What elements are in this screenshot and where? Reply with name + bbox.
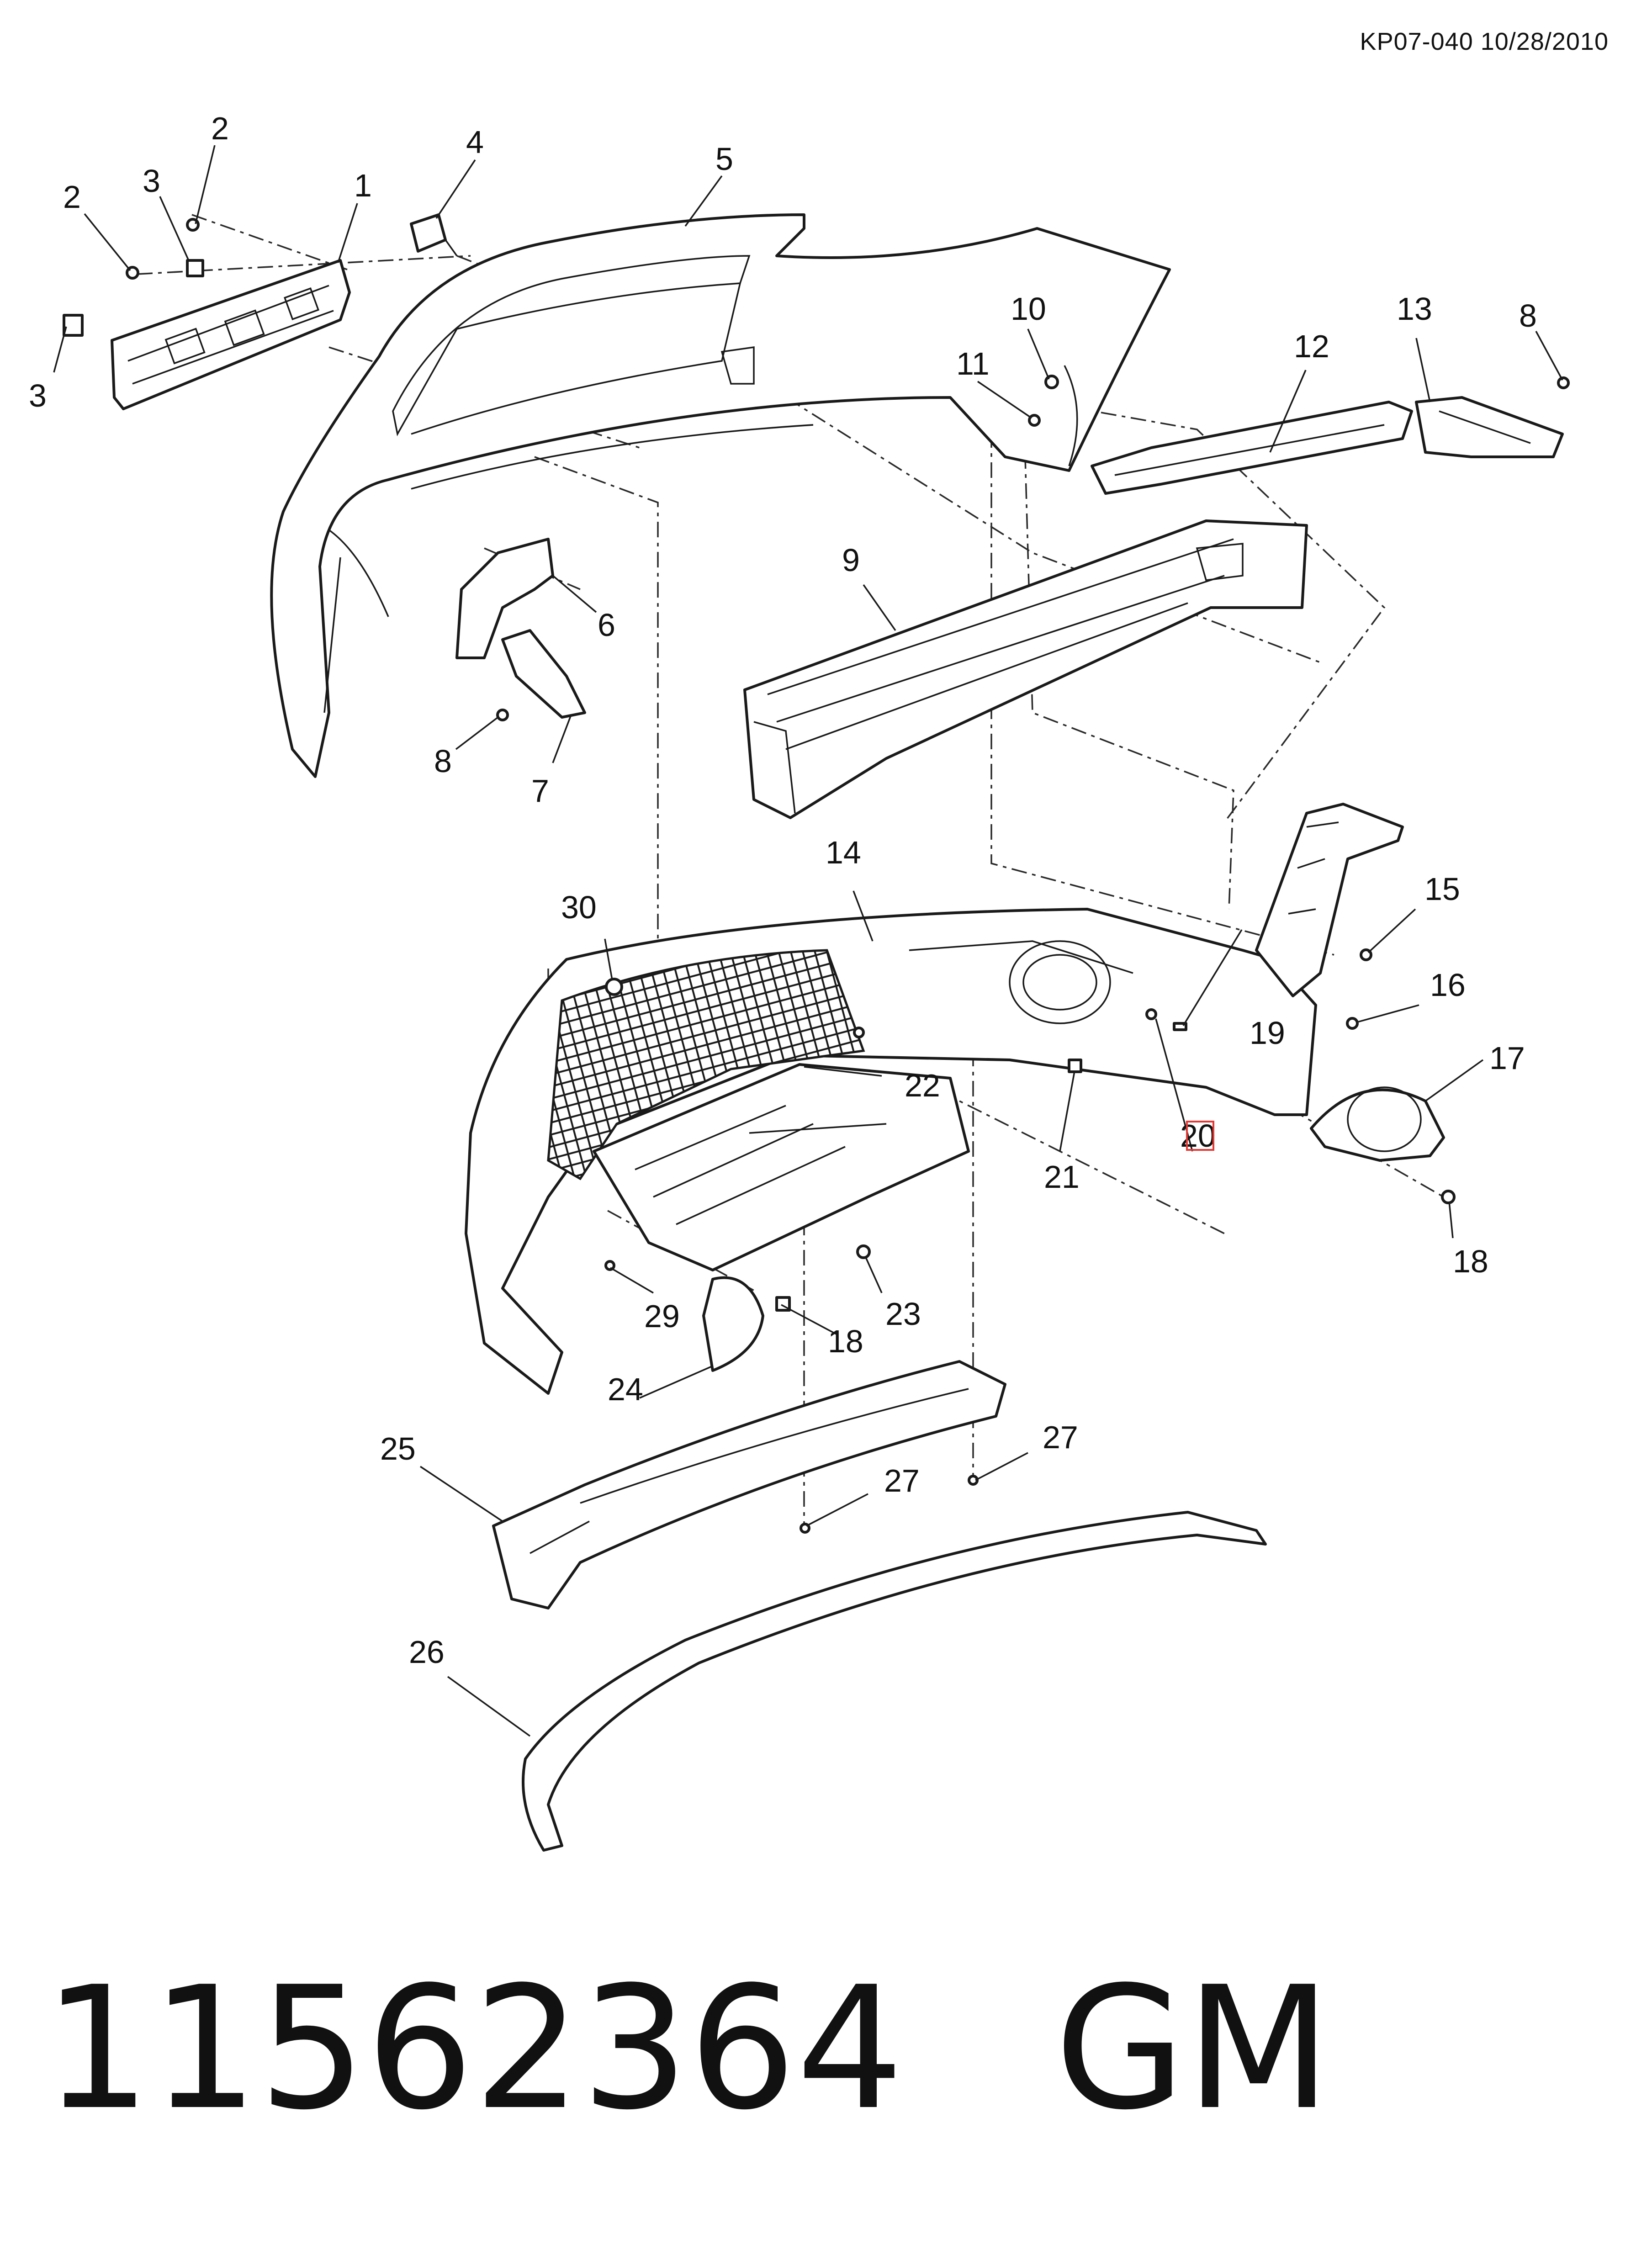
screw-8a: [496, 709, 509, 721]
clip-3b: [186, 259, 204, 277]
callout-27-left[interactable]: 27: [884, 1463, 920, 1498]
front-bumper-spoiler: [522, 1511, 1267, 1852]
part-number: 11562364: [43, 1951, 904, 2147]
callout-13[interactable]: 13: [1397, 291, 1432, 327]
callout-3-lower[interactable]: 3: [29, 378, 47, 413]
callout-30[interactable]: 30: [561, 889, 597, 925]
leader-lines: [53, 145, 1563, 1737]
callout-9[interactable]: 9: [842, 542, 860, 578]
callout-20[interactable]: 20: [1180, 1118, 1216, 1154]
callout-14[interactable]: 14: [826, 835, 861, 870]
callout-8-right[interactable]: 8: [1519, 298, 1537, 334]
callout-26[interactable]: 26: [409, 1634, 445, 1670]
callout-20-highlight-box: [1186, 1121, 1214, 1151]
fasteners: [604, 948, 1456, 1534]
callout-17[interactable]: 17: [1489, 1040, 1525, 1076]
grille-bracket-6: [455, 538, 554, 659]
callout-6[interactable]: 6: [598, 607, 615, 643]
lower-air-deflector-shield: [593, 1063, 970, 1271]
callout-3-upper[interactable]: 3: [143, 163, 160, 199]
callout-11[interactable]: 11: [956, 346, 990, 381]
manufacturer-name: GM: [1054, 1951, 1332, 2147]
callout-10[interactable]: 10: [1011, 291, 1046, 327]
callout-8-left[interactable]: 8: [434, 743, 452, 779]
drawing-code: KP07-040 10/28/2010: [1360, 28, 1609, 55]
callout-12[interactable]: 12: [1294, 328, 1329, 364]
callout-4[interactable]: 4: [466, 124, 484, 160]
callout-2-lower[interactable]: 2: [63, 179, 81, 215]
fog-lamp-bezel: [1310, 1086, 1445, 1162]
lower-air-deflector: [492, 1360, 1006, 1609]
callout-25[interactable]: 25: [380, 1431, 416, 1466]
callout-27-right[interactable]: 27: [1043, 1419, 1078, 1455]
callout-15[interactable]: 15: [1424, 871, 1460, 907]
clip-3a: [63, 314, 84, 337]
license-plate-bracket: [111, 259, 351, 410]
callout-labels: 1 2 2 3 3 4 5 6 7 8 8 9 10 11 12 13 14 1…: [29, 111, 1537, 1670]
callout-18-left[interactable]: 18: [828, 1324, 863, 1359]
callout-1[interactable]: 1: [354, 168, 372, 203]
callout-19[interactable]: 19: [1250, 1015, 1285, 1051]
callout-16[interactable]: 16: [1430, 967, 1466, 1003]
callout-5[interactable]: 5: [715, 141, 733, 177]
fog-lamp-cover-left: [702, 1276, 764, 1372]
callout-24[interactable]: 24: [608, 1371, 643, 1407]
grille-bracket-7: [501, 629, 586, 719]
callout-23[interactable]: 23: [885, 1296, 921, 1332]
callout-22[interactable]: 22: [905, 1068, 940, 1103]
callout-7[interactable]: 7: [531, 773, 549, 809]
callout-2-upper[interactable]: 2: [211, 111, 229, 146]
screw-8b: [1557, 376, 1570, 389]
energy-absorber: [743, 519, 1308, 819]
callout-21[interactable]: 21: [1044, 1159, 1080, 1195]
fascia-bracket-13: [1415, 396, 1564, 458]
bolt-11: [1028, 414, 1041, 427]
callout-18-right[interactable]: 18: [1453, 1244, 1488, 1279]
fascia-side-support: [1091, 401, 1413, 495]
fascia-side-bracket: [1255, 803, 1404, 997]
tow-hook-cover: [410, 213, 458, 257]
callout-29[interactable]: 29: [644, 1298, 680, 1334]
assembly-lines: [137, 214, 1444, 1526]
upper-front-fascia: [270, 213, 1171, 778]
